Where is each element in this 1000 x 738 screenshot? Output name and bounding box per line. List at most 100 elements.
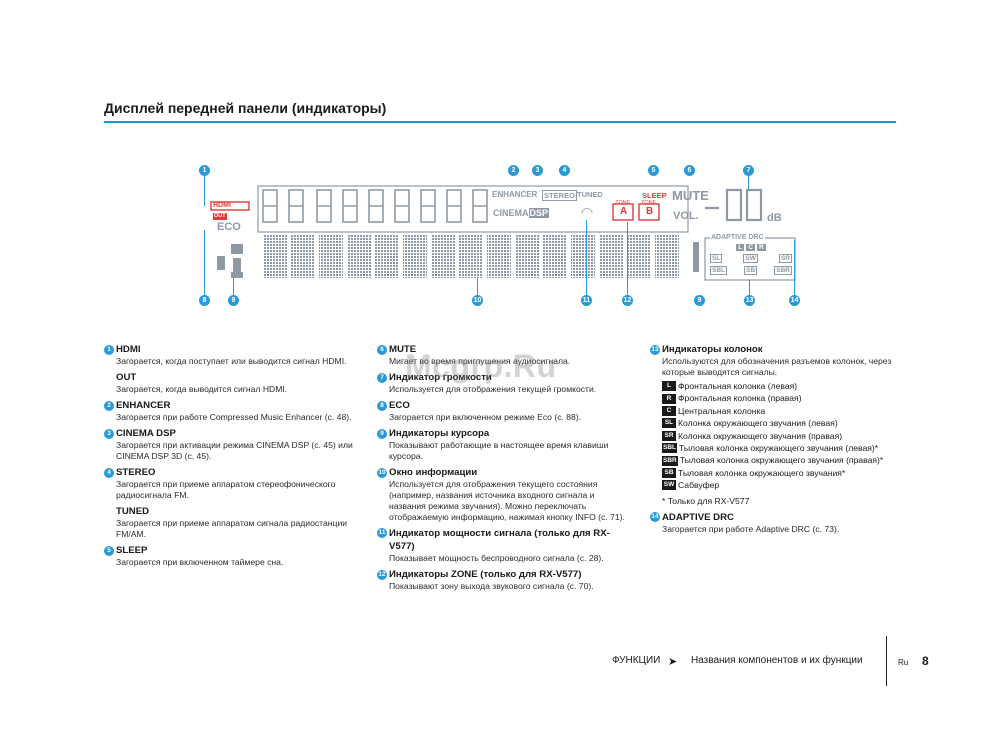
entry-title: HDMI [116,344,141,355]
callout-5: 5 [648,165,659,176]
callout-14: 14 [789,295,800,306]
page-number: 8 [922,654,929,668]
entry-description: Загорается при активации режима CINEMA D… [116,440,353,461]
entry-number: 2 [104,400,114,411]
speaker-sl: SL [710,254,723,263]
enhancer-indicator: ENHANCER [492,190,538,199]
speaker-desc: Центральная колонка [678,405,766,416]
speaker-desc: Фронтальная колонка (левая) [678,381,798,391]
entry-number: 13 [650,344,660,355]
db-label: dB [767,212,782,224]
entry-title: ECO [389,400,410,411]
speaker-desc: Сабвуфер [678,480,720,491]
callout-4: 4 [559,165,570,176]
entry-description: Загорается, когда выводится сигнал HDMI. [116,384,288,394]
callout-9-right: 9 [694,295,705,306]
callout-9-left: 9 [228,295,239,306]
zone-b-label: B [646,206,654,217]
callout-10: 10 [472,295,483,306]
entry-description: Показывают работающие в настоящее время … [389,440,609,461]
watermark: Mcgrp.Ru [405,348,557,384]
entry-title: Индикаторы ZONE (только для RX-V577) [389,569,582,580]
zone-a-indicator [612,203,634,221]
callout-13: 13 [744,295,755,306]
callout-2: 2 [508,165,519,176]
speaker-badge: SL [662,418,676,429]
speaker-desc: Колонка окружающего звучания (левая) [678,418,838,429]
leader-10 [477,278,478,295]
segment-row-top [262,189,488,223]
entry-description: Используются для обозначения разъемов ко… [662,356,892,377]
zone-a-top-label: ZONE [615,200,631,206]
entry-number: 4 [104,467,114,478]
entry-number: 3 [104,428,114,439]
out-indicator [213,213,227,220]
signal-strength-icon: ◠ [581,204,594,220]
leader-9 [233,278,234,295]
mute-indicator: MUTE [672,188,709,203]
speaker-badge: C [662,406,676,417]
breadcrumb-functions-link[interactable]: ФУНКЦИИ [612,655,661,666]
vol-label: VOL. [673,210,699,222]
entry-description: Загорается при приеме аппаратом стереофо… [116,479,336,500]
callout-8: 8 [199,295,210,306]
entry-title: MUTE [389,344,417,355]
display-frame [257,185,689,233]
entry-description: Загорается при работе Adaptive DRC (с. 7… [662,523,840,534]
leader-13 [749,280,750,295]
entry-description: Показывают зону выхода звукового сигнала… [389,581,594,591]
entry-description: Загорается при включенном режиме Eco (с.… [389,412,582,422]
entry-description: Используется для отображения текущего со… [389,479,625,522]
entry-description: Загорается при работе Compressed Music E… [116,412,352,422]
callout-12: 12 [622,295,633,306]
entry-number: 12 [377,569,387,580]
entry-subtitle: TUNED [116,506,150,517]
stereo-indicator: STEREO [542,190,577,201]
breadcrumb-current: Названия компонентов и их функции [691,655,863,666]
speaker-sbl: SBL [710,266,727,275]
entry-title: Индикатор громкости [389,372,492,383]
leader-11 [586,220,587,295]
entry-description: Загорается, когда поступает или выводитс… [116,356,347,366]
entry-description: Загорается при включенном таймере сна. [116,557,284,567]
tuned-indicator: TUNED [577,190,603,199]
speaker-desc: Тыловая колонка окружающего звучания (ле… [679,443,879,454]
zone-b-indicator [638,203,660,221]
entry-title: CINEMA DSP [116,428,176,439]
leader-8 [204,230,205,295]
entry-number: 10 [377,467,387,478]
speaker-l: L [736,244,745,251]
sleep-indicator: SLEEP [642,191,667,200]
speaker-desc: Колонка окружающего звучания (правая) [678,430,843,441]
callout-1: 1 [199,165,210,176]
speaker-sw: SW [743,254,758,263]
entry-number: 5 [104,545,114,556]
zone-a-label: A [620,206,628,217]
speaker-desc: Тыловая колонка окружающего звучания* [678,467,846,478]
entry-number: 8 [377,400,387,411]
front-panel-display-figure: HDMI OUT ECO ENHANCER STEREO TUNED SLEEP… [195,160,815,310]
entry-description: Используется для отображения текущей гро… [389,384,597,394]
entry-title: SLEEP [116,545,148,556]
speaker-c: C [746,244,755,251]
leader-1 [204,176,205,206]
entry-title: Индикатор мощности сигнала (только для R… [389,528,610,552]
eco-indicator: ECO [217,221,241,233]
footer-divider [886,636,887,686]
